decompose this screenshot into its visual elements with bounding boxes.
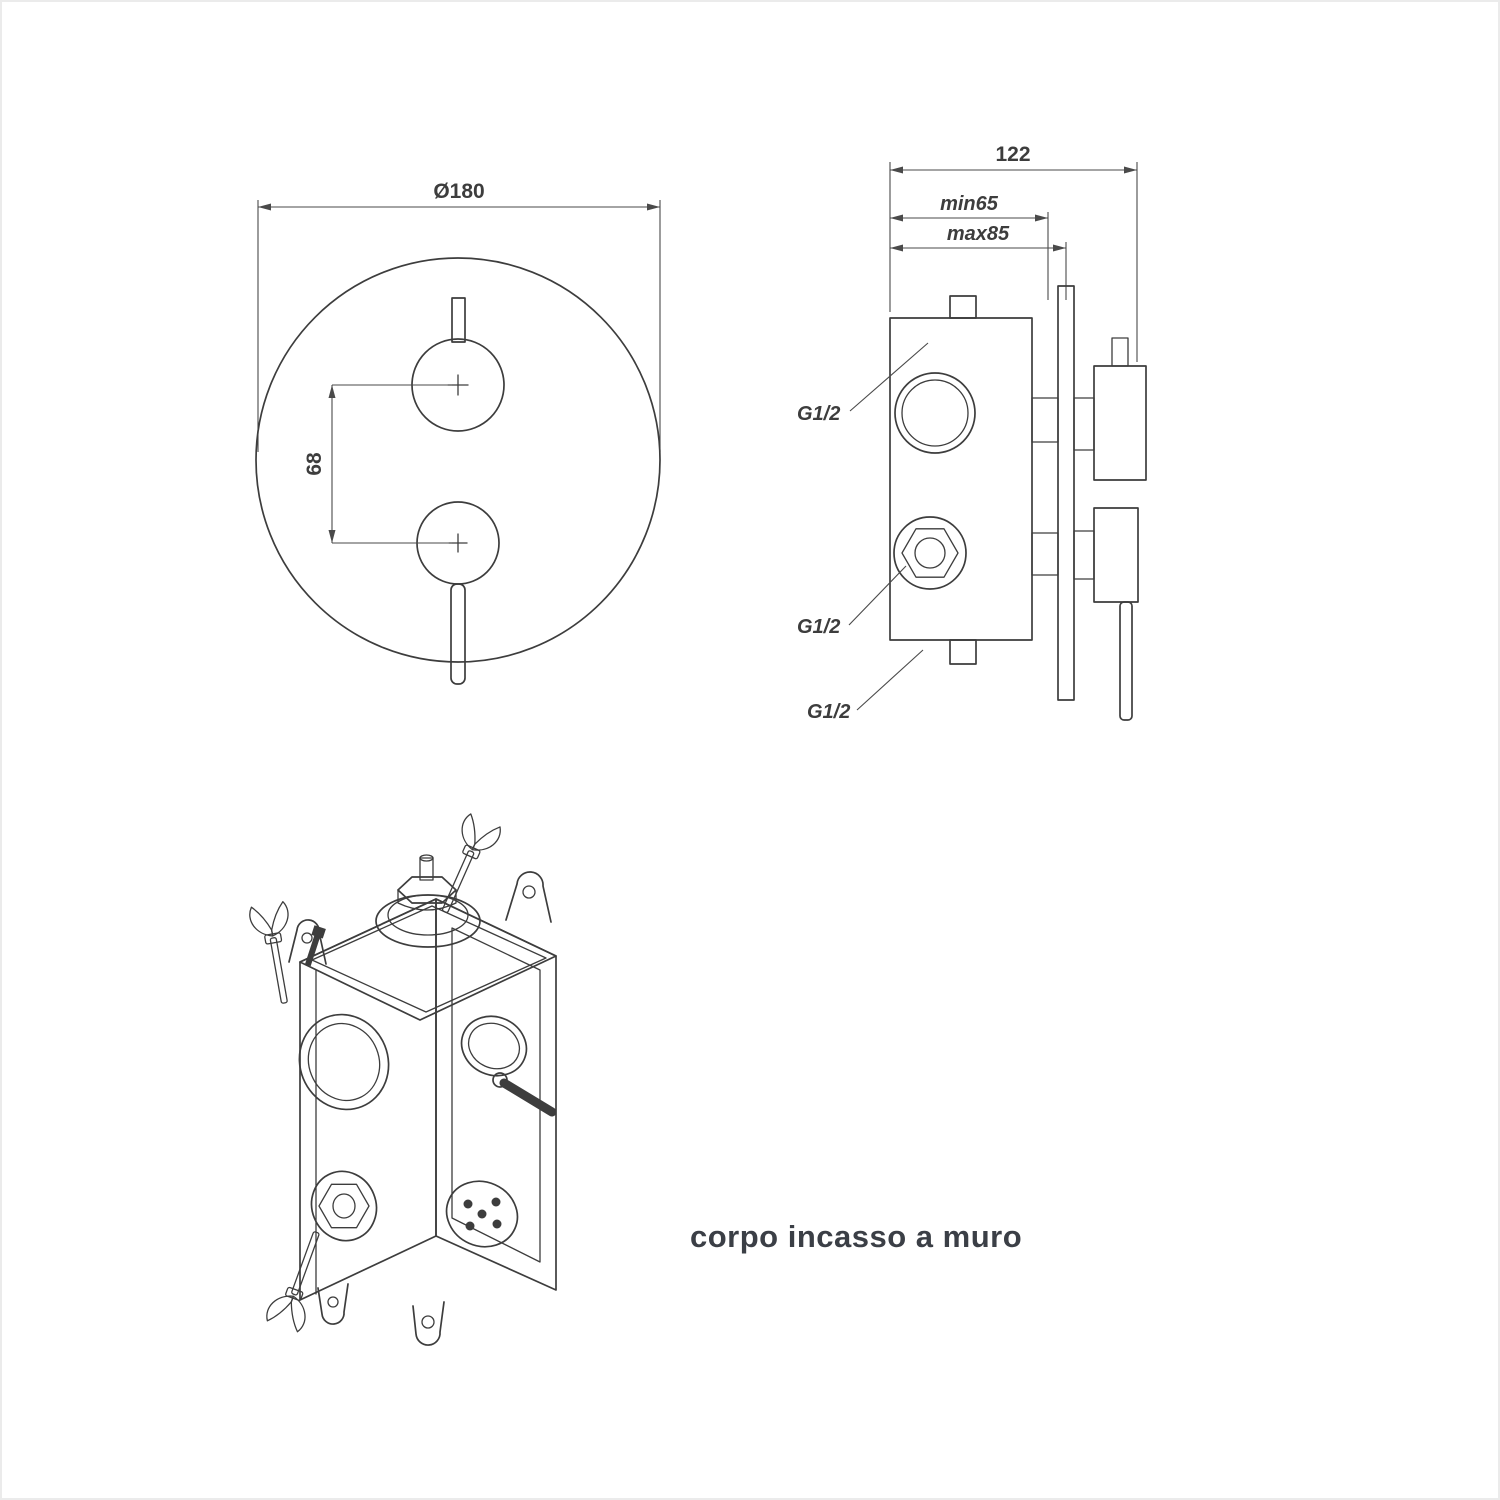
front-face-ports [298,1013,390,1242]
diameter-label: Ø180 [433,180,484,203]
lower-port-inner [914,537,946,569]
front-hex-center [332,1193,356,1219]
caption: corpo incasso a muro [690,1219,1022,1254]
front-hex-collar [310,1170,378,1242]
upper-port-inner [901,379,969,447]
side-dim-min: min65 [890,193,1049,300]
front-port-ring-inner [307,1022,381,1102]
interior-port-inner [467,1022,521,1070]
lever-handle [450,583,466,685]
side-view: 122 min65 max85 [797,143,1147,723]
ear-bottom-right [412,1301,445,1346]
fixing-screw [304,925,326,967]
side-dim-max: max85 [890,223,1067,300]
ear-bottom-left [317,1283,349,1325]
port-label-1: G1/2 [797,403,840,425]
top-cartridge-nut [375,854,481,948]
upper-port [894,372,976,454]
port-label-3: G1/2 [807,701,850,723]
port-callouts: G1/2 G1/2 G1/2 [797,342,929,723]
lever-profile [1119,601,1133,721]
front-hex-bolt [318,1183,370,1229]
top-stem [451,297,466,343]
max-depth-label: max85 [947,223,1010,245]
spacing-label: 68 [303,452,326,476]
front-port-ring [298,1013,390,1111]
side-profile [1031,285,1147,721]
front-dim-diameter: Ø180 [257,180,661,452]
port-label-2: G1/2 [797,616,840,638]
box-opening [451,927,541,1263]
hex-nut [901,528,959,578]
lower-knob-profile [1093,507,1139,603]
lower-port [893,516,967,590]
valve-body-section [889,295,1033,665]
isometric-view [247,811,557,1346]
box-front-face [299,898,437,1301]
trim-plate-circle [255,257,661,663]
depth-label: 122 [995,143,1030,166]
perforated-cap [445,1180,519,1248]
interior-lever-rod [499,1078,557,1117]
front-dim-spacing: 68 [303,384,452,544]
interior-port-ring [460,1015,528,1077]
interior-parts [445,1015,557,1248]
front-view: Ø180 68 [255,180,661,685]
wall-plate-profile [1057,285,1075,701]
min-depth-label: min65 [940,193,999,215]
mounting-ears [288,871,552,1346]
side-dim-total: 122 [889,143,1138,362]
ear-top-right [505,871,552,923]
top-stem-profile [1111,337,1129,367]
